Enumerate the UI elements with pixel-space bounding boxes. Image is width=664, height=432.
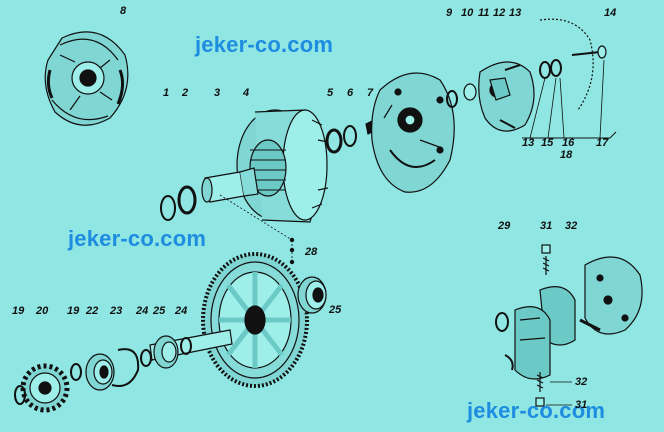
label-part-31-top: 31 [540, 220, 553, 232]
part-2-washer [177, 185, 197, 215]
part-5-ring [325, 128, 343, 154]
label-part-24-a: 24 [136, 305, 149, 317]
part-23-snap-ring [111, 348, 140, 387]
label-part-28: 28 [305, 246, 318, 258]
part-14-cover [539, 18, 607, 111]
part-6-ring [343, 125, 357, 147]
label-part-2: 2 [182, 87, 189, 99]
part-3-shaft [201, 167, 259, 203]
part-31-nut-top [541, 244, 551, 254]
part-10-nut [463, 83, 477, 101]
label-part-24-b: 24 [175, 305, 188, 317]
label-part-32-top: 32 [565, 220, 578, 232]
part-25-bearing-b [153, 335, 179, 369]
label-part-14: 14 [604, 7, 617, 19]
label-part-23: 23 [110, 305, 123, 317]
part-8-clutch-shoes [44, 31, 129, 126]
part-19-ring-a [14, 385, 26, 405]
label-part-32-bottom: 32 [575, 376, 588, 388]
label-part-25-right: 25 [329, 304, 342, 316]
part-brake-shoes [514, 286, 576, 380]
label-part-6: 6 [347, 87, 354, 99]
part-16-ring [550, 59, 562, 77]
label-part-16: 16 [562, 137, 575, 149]
part-24-ring-a [140, 349, 152, 367]
label-part-4: 4 [243, 87, 250, 99]
part-large-gear [201, 252, 309, 388]
label-part-7: 7 [367, 87, 374, 99]
part-32-spring-bottom [536, 372, 544, 392]
label-part-17: 17 [596, 137, 609, 149]
label-part-9: 9 [446, 7, 453, 19]
label-part-19-b: 19 [67, 305, 80, 317]
part-19-ring-b [70, 363, 82, 381]
label-part-12: 12 [493, 7, 506, 19]
label-part-3: 3 [214, 87, 221, 99]
part-32-spring-top [542, 256, 550, 275]
label-part-13-bottom: 13 [522, 137, 535, 149]
label-part-29: 29 [498, 220, 511, 232]
watermark-bottom: jeker-co.com [467, 398, 606, 423]
part-cover-plate [371, 72, 455, 193]
label-part-1: 1 [163, 87, 170, 99]
label-part-8: 8 [120, 5, 127, 17]
part-brake-plate [579, 256, 643, 335]
label-part-5: 5 [327, 87, 334, 99]
part-25-bearing [297, 276, 327, 314]
part-29-ring [495, 312, 509, 332]
label-part-19-a: 19 [12, 305, 25, 317]
label-part-10: 10 [461, 7, 474, 19]
watermark-middle: jeker-co.com [68, 226, 207, 251]
part-15-ring [539, 61, 551, 79]
label-part-25-bottom: 25 [153, 305, 166, 317]
part-24-ring-b [180, 337, 192, 355]
label-part-18: 18 [560, 149, 573, 161]
part-13-plate [478, 61, 535, 132]
label-part-31-bottom: 31 [575, 399, 588, 411]
part-1-circlip [160, 195, 176, 221]
label-part-22: 22 [86, 305, 99, 317]
watermark-top: jeker-co.com [195, 32, 334, 57]
part-9-washer [446, 90, 458, 108]
part-20-sprocket [20, 363, 70, 413]
part-29-ring-b [504, 354, 514, 371]
part-4-clutch-drum [236, 109, 329, 223]
part-31-nut-bottom [535, 397, 545, 407]
label-part-13-top: 13 [509, 7, 522, 19]
label-part-15: 15 [541, 137, 554, 149]
part-22-bearing [85, 353, 115, 391]
label-part-11: 11 [478, 7, 490, 19]
label-part-20: 20 [36, 305, 49, 317]
